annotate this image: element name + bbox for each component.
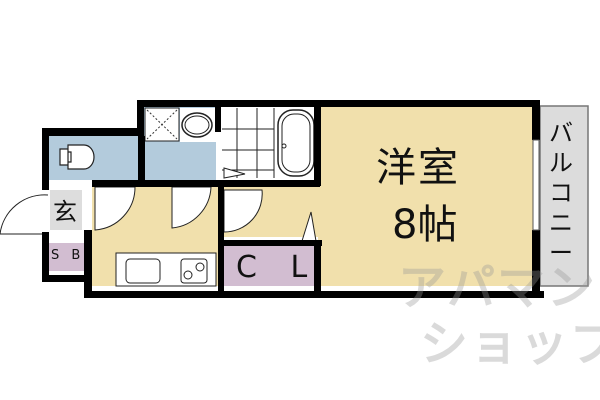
western-room-floor [318, 106, 535, 286]
walls [42, 100, 544, 298]
balcony-floor [539, 105, 589, 287]
shoe-box-label: S B [51, 248, 85, 263]
balcony-char: ニ [549, 209, 573, 237]
stove-icon [180, 258, 208, 284]
western-room-size: 8帖 [392, 202, 458, 248]
balcony-char: ー [549, 239, 573, 267]
balcony-label: バ ル コ ニ ー [548, 118, 574, 268]
watermark-line2: ショップ [420, 316, 600, 372]
balcony-char: ル [549, 149, 573, 177]
toilet-icon [59, 144, 95, 170]
watermark-line1: アパマン [398, 260, 598, 316]
sink-icon [181, 112, 213, 138]
door-swings [0, 186, 263, 235]
western-room-name: 洋室 [376, 145, 460, 191]
closet-floor [224, 246, 318, 286]
entrance-floor [50, 190, 82, 230]
entrance-label: 玄 [53, 198, 77, 226]
balcony-char: コ [549, 179, 573, 207]
balcony-window [532, 139, 540, 231]
shoe-box-floor [48, 243, 84, 271]
closet-label: C L [236, 250, 320, 285]
kitchen-sink-icon [125, 258, 161, 284]
balcony-char: バ [549, 119, 573, 147]
